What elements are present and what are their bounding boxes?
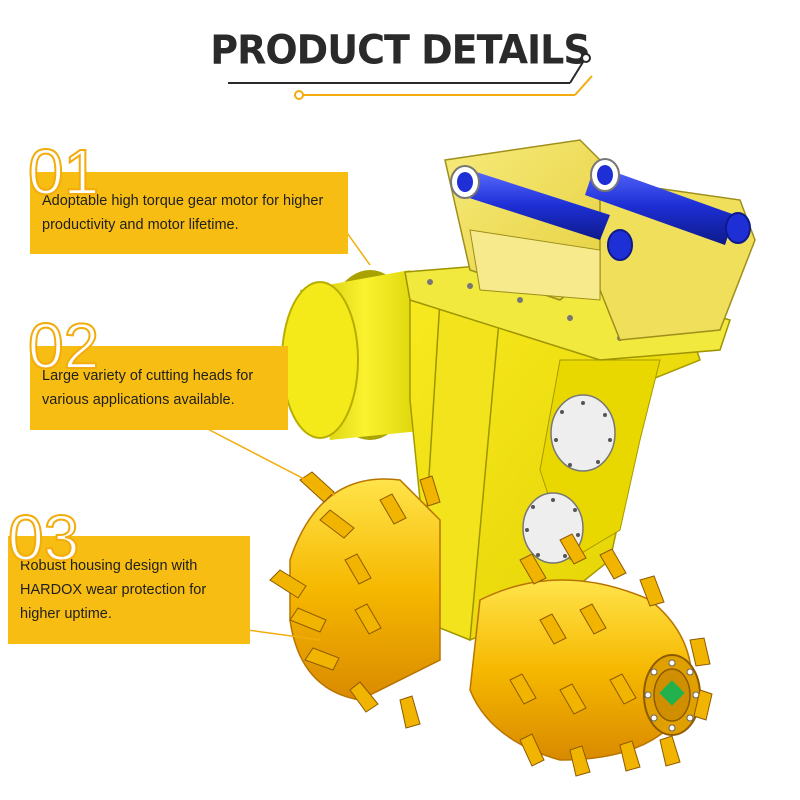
cutting-drum-left xyxy=(289,478,441,701)
feature-number-03: 03 xyxy=(7,502,80,574)
gear-motor xyxy=(281,270,430,440)
coupler-bracket xyxy=(444,139,756,341)
page-title: PRODUCT DETAILS xyxy=(210,26,590,74)
feature-number-02: 02 xyxy=(27,310,100,382)
feature-text-02: Large variety of cutting heads for vario… xyxy=(42,368,254,408)
cutting-drum-right xyxy=(469,579,701,761)
feature-box-01: Adoptable high torque gear motor for hig… xyxy=(30,172,348,254)
feature-text-01: Adoptable high torque gear motor for hig… xyxy=(42,193,324,233)
feature-text-03: Robust housing design with HARDOX wear p… xyxy=(20,558,207,622)
feature-box-03: Robust housing design with HARDOX wear p… xyxy=(8,536,250,644)
feature-box-02: Large variety of cutting heads for vario… xyxy=(30,346,288,430)
feature-number-01: 01 xyxy=(27,136,100,208)
title-decoration xyxy=(228,53,593,100)
